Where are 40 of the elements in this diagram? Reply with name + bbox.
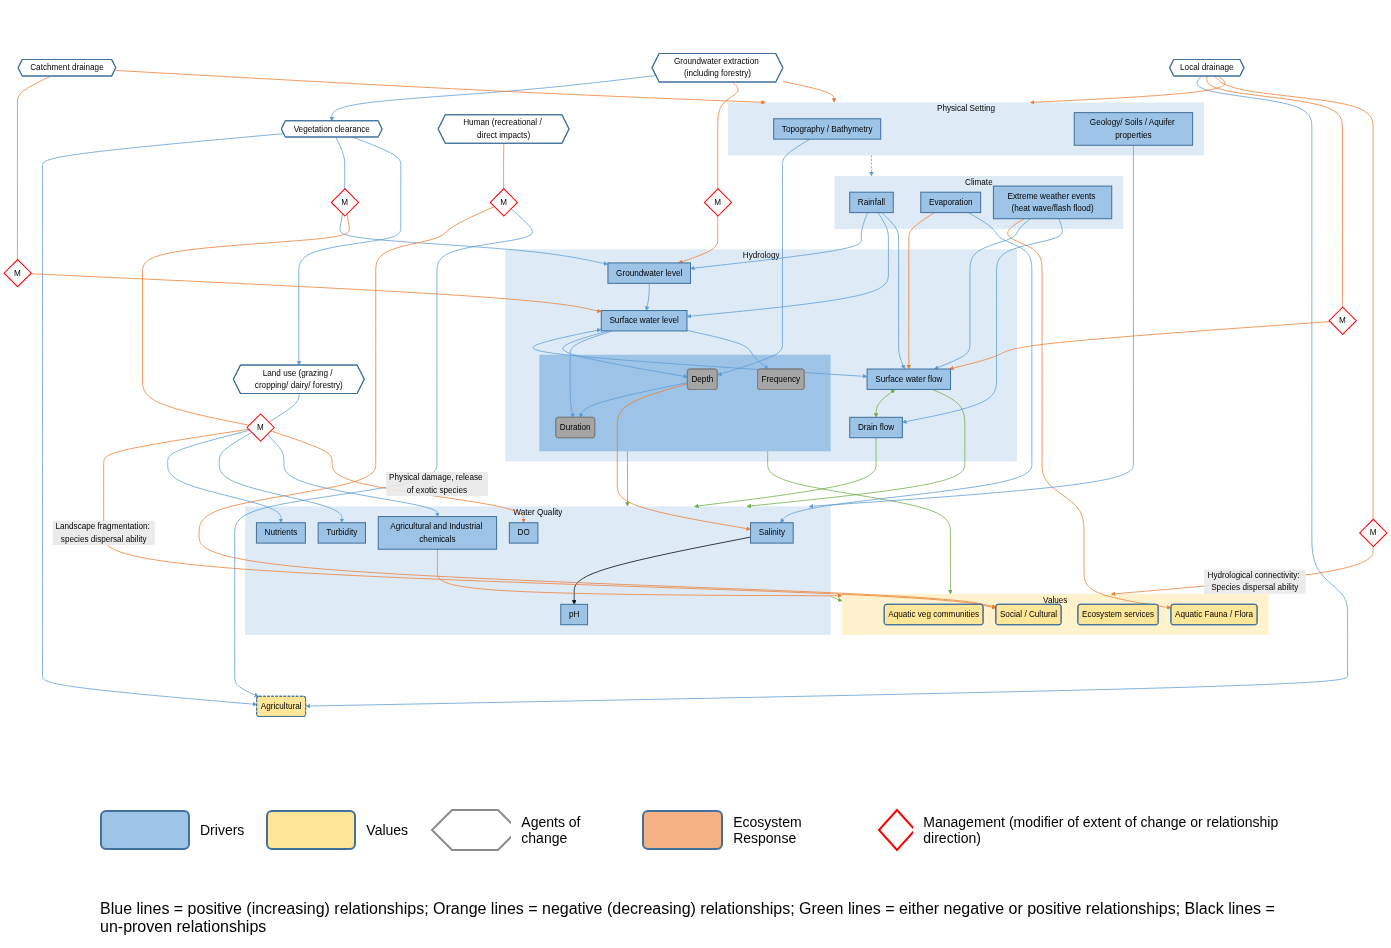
node-box: Surface water flow [866,368,952,390]
node-box: Groundwater level [607,262,691,284]
legend-text: Values [366,822,409,838]
node-box: DO [508,522,539,544]
node-box: Turbidity [317,522,366,544]
node-box: Salinity [750,522,794,544]
node-diamond: M [330,188,360,217]
legend-text: Agents of change [521,814,582,846]
caption: Blue lines = positive (increasing) relationships; Orange lines = negative (decreasing) relationships; Green lines = either negative or positive relationships; Black lines = un-proven relationships [100,900,1276,936]
edge-label: Landscape fragmentation: species dispersal ability [55,522,150,544]
node-box: Geology/ Soils / Aquifer properties [1073,112,1194,146]
node-box: Rainfall [849,191,894,214]
connector [335,137,346,190]
node-diamond: M [703,188,733,217]
node-diamond: M [1328,306,1358,336]
node-box: Topography / Bathymetry [773,118,882,140]
connector [1206,75,1343,308]
legend-text: Ecosystem Response [733,814,803,846]
node-box: Agricultural and Industrial chemicals [377,516,498,550]
connector [142,213,350,426]
legend-text: Drivers [200,822,245,838]
node-box: Nutrients [255,522,306,544]
cluster [539,354,831,452]
legend-text: Management (modifier of extent of change or relationship direction) [923,814,1280,846]
node-box: pH [560,603,589,626]
connector [1214,75,1374,520]
edge-label: Physical damage, release of exotic species [389,473,483,495]
node-diamond: M [1359,518,1388,548]
edge-label: Hydrological connectivity: Species dispersal ability [1207,571,1300,593]
connector [503,143,505,190]
node-box: Extreme weather events (heat wave/flash flood) [992,185,1113,220]
connector [268,393,300,423]
connector [17,75,52,260]
node-box: Surface water level [600,310,688,332]
node-diamond: M [246,413,275,442]
node-diamond: M [3,258,32,288]
node-diamond: M [489,188,519,217]
connector [717,81,739,190]
node-box: Drain flow [849,416,903,439]
node-box: Evaporation [920,191,982,214]
